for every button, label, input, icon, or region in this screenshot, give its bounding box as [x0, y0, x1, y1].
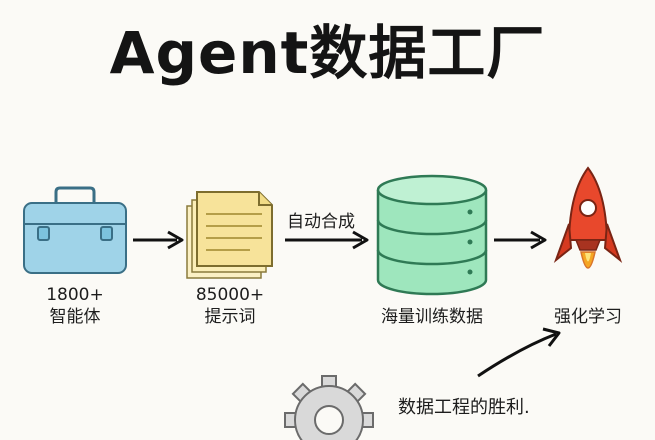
node-count: 85000+	[195, 285, 265, 305]
node-label: 智能体	[49, 307, 101, 327]
node-label-rl: 强化学习	[530, 306, 646, 328]
caption-text: 数据工程的胜利.	[398, 397, 530, 418]
arrow-documents-to-database	[285, 230, 369, 250]
arrow-caption-to-rocket	[477, 327, 561, 378]
edge-label-auto-synthesis: 自动合成	[287, 212, 355, 232]
diagram-title: Agent数据工厂	[109, 19, 546, 87]
arrow-database-to-rocket	[494, 230, 547, 250]
arrow-toolbox-to-documents	[133, 230, 184, 250]
gear-icon	[284, 375, 374, 440]
node-label-training-data: 海量训练数据	[357, 306, 507, 328]
documents-icon	[186, 191, 273, 279]
database-icon	[376, 174, 488, 296]
node-label: 提示词	[204, 307, 256, 327]
node-label: 强化学习	[554, 307, 622, 327]
rocket-icon	[553, 166, 623, 269]
node-label-agents: 1800+ 智能体	[15, 284, 135, 328]
node-label-prompts: 85000+ 提示词	[170, 284, 290, 328]
toolbox-icon	[23, 186, 127, 274]
node-label: 海量训练数据	[381, 307, 483, 327]
node-count: 1800+	[46, 285, 104, 305]
